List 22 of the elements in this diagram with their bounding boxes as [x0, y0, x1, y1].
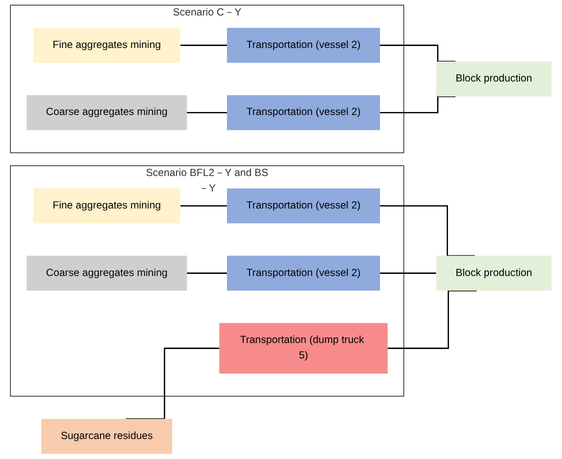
connector [380, 272, 436, 274]
node-box: Sugarcane residues [41, 418, 172, 454]
node-box: Block production [436, 62, 552, 96]
node-box: Fine aggregates mining [33, 188, 180, 224]
node-box: Transportation (vessel 2) [226, 188, 380, 224]
connector [186, 272, 227, 274]
node-box: Coarse aggregates mining [26, 256, 187, 291]
connector [186, 112, 227, 114]
connector [180, 205, 227, 207]
node-box: Block production [436, 256, 552, 291]
connector [380, 205, 475, 256]
connector [380, 44, 456, 62]
node-box: Coarse aggregates mining [26, 95, 187, 130]
connector [380, 96, 456, 114]
node-box: Transportation (vessel 2) [226, 28, 380, 63]
node-box: Transportation (vessel 2) [226, 256, 380, 291]
connector [180, 44, 227, 46]
node-box: Fine aggregates mining [33, 28, 180, 63]
connector [388, 290, 477, 349]
node-box: Transportation (dump truck 5) [219, 323, 388, 374]
node-box: Transportation (vessel 2) [226, 95, 380, 130]
connector [126, 348, 220, 420]
